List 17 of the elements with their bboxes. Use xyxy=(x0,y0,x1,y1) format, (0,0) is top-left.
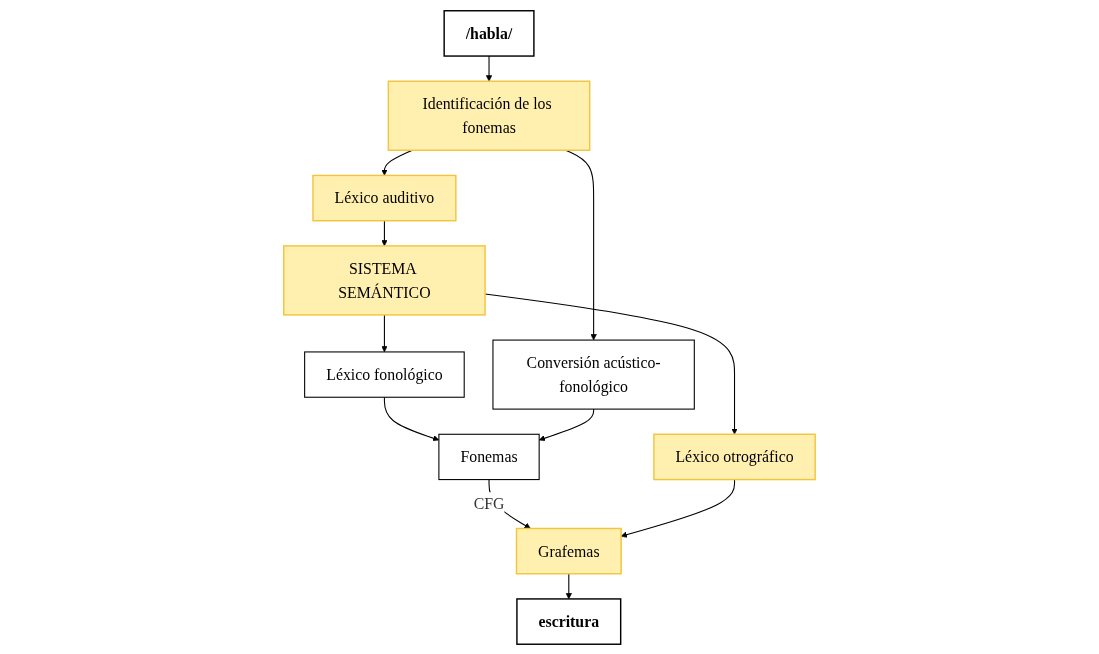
node-box: Identificación de los fonemas xyxy=(387,80,591,151)
node-box: Grafemas xyxy=(515,527,622,574)
arrow xyxy=(565,149,597,340)
arrow xyxy=(565,572,572,599)
node-box: /habla/ xyxy=(443,9,535,57)
node-box: escritura xyxy=(516,597,622,645)
arrow xyxy=(381,149,413,176)
arrow xyxy=(485,55,493,81)
node-box: Fonemas xyxy=(438,433,540,480)
node-box: Léxico otrográfico xyxy=(653,433,816,480)
edge-label: CFG xyxy=(473,494,505,513)
node-box: Léxico fonológico xyxy=(304,350,465,398)
node-box: SISTEMA SEMÁNTICO xyxy=(283,244,486,316)
arrow xyxy=(381,219,388,246)
arrow xyxy=(381,313,388,352)
node-box: Conversión acústico-fonológico xyxy=(492,339,695,410)
node-box: Léxico auditivo xyxy=(312,174,457,221)
